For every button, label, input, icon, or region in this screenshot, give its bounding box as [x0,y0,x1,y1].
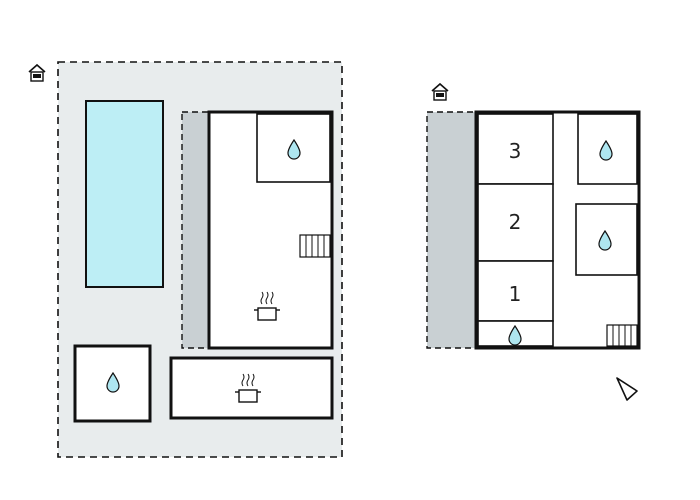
bedroom-3 [477,113,554,185]
house-entrance-icon [431,83,449,101]
terrace [426,111,477,349]
floor-plan-2: 3 2 1 [426,83,641,401]
room-number-3: 3 [509,139,522,163]
room-number-2: 2 [509,210,522,234]
outdoor-kitchen [169,356,334,420]
house-entrance-icon [28,64,46,82]
north-arrow-icon [616,377,638,401]
stairs-icon [299,234,331,258]
terrace [181,111,211,349]
stairs-icon [606,324,638,347]
swimming-pool [85,100,164,288]
room-number-1: 1 [509,282,522,306]
floor-plan-1 [28,61,343,458]
